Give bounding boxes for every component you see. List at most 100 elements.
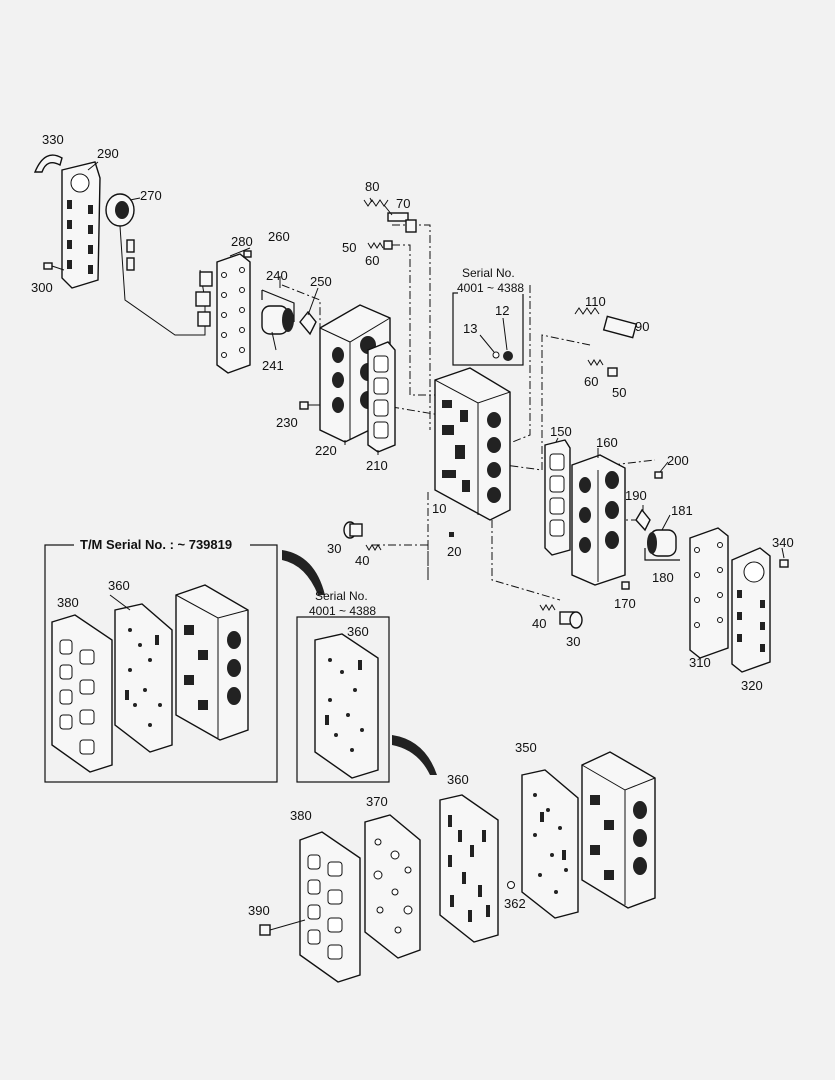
label-60-upper: 60 [365,253,379,268]
part-210-gasket [367,341,396,453]
label-240: 240 [266,268,288,283]
part-150-gasket [544,439,571,556]
part-190-clip [635,508,651,532]
part-270-wiring-harness [105,193,213,336]
label-50-upper: 50 [342,240,356,255]
part-40-spring-left [365,544,382,551]
label-210: 210 [366,458,388,473]
label-160: 160 [596,435,618,450]
label-362: 362 [504,896,526,911]
tm-box-valve-body [175,584,249,741]
tm-box-part-360 [114,603,173,753]
bottom-part-350-plate [521,769,579,919]
arrow-curved-lower [392,735,437,775]
part-340-bolt [779,559,789,568]
label-30-left: 30 [327,541,341,556]
label-12: 12 [495,303,509,318]
label-360-tm: 360 [108,578,130,593]
part-30-plug-left [343,521,363,539]
label-10: 10 [432,501,446,516]
part-10-main-valve-body [434,367,511,521]
serial-mid-line2: 4001 ~ 4388 [309,604,376,618]
part-60-spring-right [587,359,604,366]
bottom-part-380-separator-plate [299,831,361,983]
part-60-spring-upper [367,242,384,249]
label-390: 390 [248,903,270,918]
tm-header-bg [74,537,250,553]
tm-serial-heading: T/M Serial No. : ~ 739819 [80,537,232,552]
part-241-solenoid [261,289,295,335]
label-290: 290 [97,146,119,161]
label-310: 310 [689,655,711,670]
serial-top-line1: Serial No. [462,266,515,280]
label-320: 320 [741,678,763,693]
part-390-bolt [259,919,306,936]
part-320-cover [731,547,771,673]
label-90: 90 [635,319,649,334]
part-362-ball [507,881,515,889]
part-290-cover [61,161,101,289]
part-300-bolt [43,262,65,271]
label-40-left: 40 [355,553,369,568]
part-80-spring [363,199,389,207]
label-360-mid: 360 [347,624,369,639]
label-50-right: 50 [612,385,626,400]
part-230-bolt [299,401,320,410]
label-150: 150 [550,424,572,439]
part-260-bolt [243,250,252,258]
part-50-plug-upper [383,240,393,250]
label-250: 250 [310,274,332,289]
serial-box-mid [296,616,390,783]
label-260: 260 [268,229,290,244]
part-20-pin [449,532,454,537]
part-250-clip [299,310,317,336]
tm-box-part-380 [51,614,113,773]
label-280: 280 [231,234,253,249]
part-200-bolt [654,471,663,479]
label-270: 270 [140,188,162,203]
part-labels: 330 290 270 300 280 260 240 250 241 230 … [31,132,794,918]
part-310-gasket [689,527,729,659]
leader-lines [87,161,785,611]
label-190: 190 [625,488,647,503]
label-330: 330 [42,132,64,147]
part-160-valve-body [571,454,626,586]
part-170-bolt [621,581,630,590]
label-350: 350 [515,740,537,755]
label-241: 241 [262,358,284,373]
label-220: 220 [315,443,337,458]
part-50-plug-right [607,367,618,377]
label-70: 70 [396,196,410,211]
label-40-right: 40 [532,616,546,631]
serial-top-header-bg [458,264,524,294]
label-181: 181 [671,503,693,518]
label-230: 230 [276,415,298,430]
label-300: 300 [31,280,53,295]
label-20: 20 [447,544,461,559]
part-13-ring [492,351,500,359]
part-330-clip [33,154,63,173]
part-110-spring [574,307,600,315]
bottom-valve-body [581,751,656,909]
label-360-bottom: 360 [447,772,469,787]
part-90-valve [602,315,638,339]
part-30-plug-right [559,611,583,629]
bottom-part-370-plate [364,814,421,959]
label-380-tm: 380 [57,595,79,610]
label-13: 13 [463,321,477,336]
bottom-part-360-plate [439,794,499,943]
label-370: 370 [366,794,388,809]
part-40-spring-right [539,604,556,611]
part-181-solenoid [644,529,680,561]
serial-top-line2: 4001 ~ 4388 [457,281,524,295]
label-180: 180 [652,570,674,585]
label-110: 110 [585,294,606,309]
part-280-gasket [216,253,251,374]
label-80: 80 [365,179,379,194]
part-12-ball [503,351,513,361]
mid-box-part-360 [314,633,379,779]
label-60-right: 60 [584,374,598,389]
label-340: 340 [772,535,794,550]
